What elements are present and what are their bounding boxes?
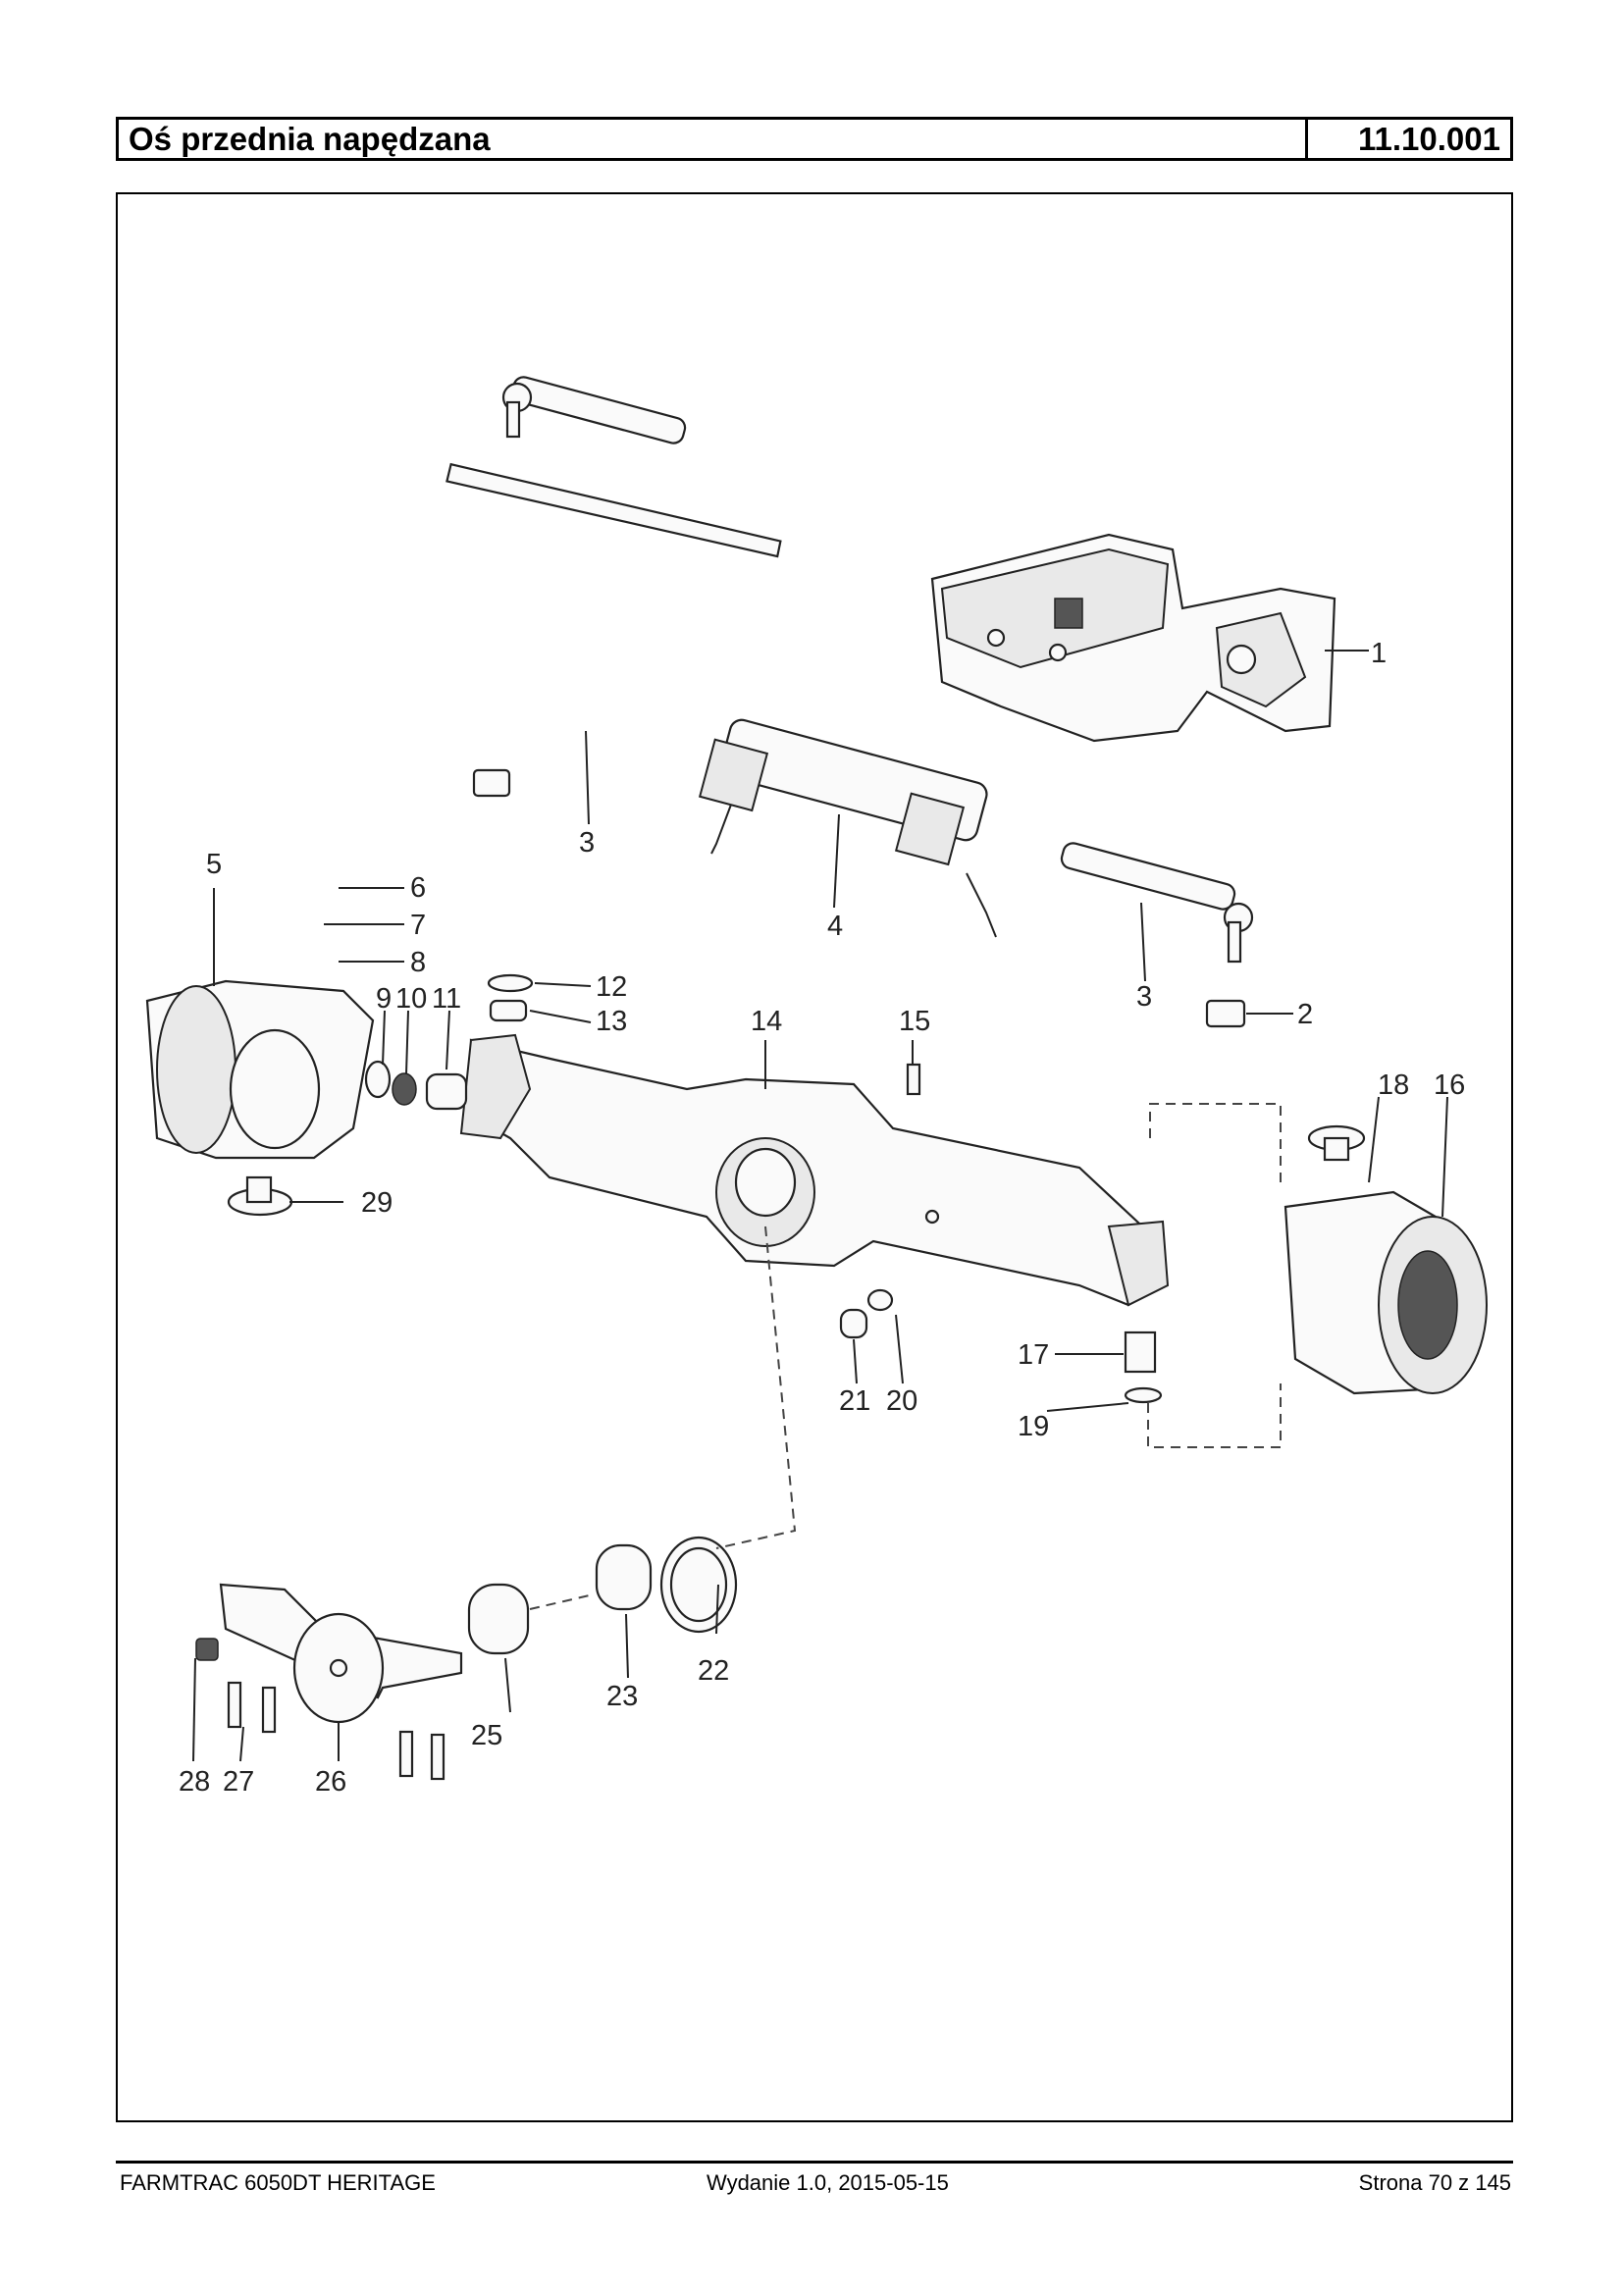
page-header: Oś przednia napędzana 11.10.001 xyxy=(116,117,1513,161)
part-29-kingpin-cap xyxy=(227,1175,293,1217)
part-4-steering-cylinder xyxy=(698,718,997,938)
part-19-washer xyxy=(1124,1386,1163,1404)
callout-6: 6 xyxy=(410,872,426,904)
callout-4: 4 xyxy=(827,911,843,942)
callout-29: 29 xyxy=(361,1187,393,1219)
part-18-kingpin-cap xyxy=(1307,1124,1366,1162)
callout-9: 9 xyxy=(376,983,392,1015)
callout-25: 25 xyxy=(471,1720,502,1751)
part-5-left-steering-knuckle xyxy=(145,979,375,1160)
part-10-bearing xyxy=(392,1072,417,1106)
part-13-spacer xyxy=(489,999,528,1022)
part-21-plug xyxy=(839,1308,868,1339)
callout-16: 16 xyxy=(1434,1069,1465,1101)
part-28-grease-nipple xyxy=(195,1638,219,1661)
part-14-axle-housing xyxy=(459,1033,1170,1307)
callout-15: 15 xyxy=(899,1006,930,1037)
callout-12: 12 xyxy=(596,971,627,1003)
part-23-bushing xyxy=(595,1543,653,1611)
footer-page-number: Strona 70 z 145 xyxy=(1358,2170,1511,2195)
callout-2: 2 xyxy=(1297,999,1313,1030)
callout-17: 17 xyxy=(1018,1339,1049,1371)
callout-28: 28 xyxy=(179,1766,210,1798)
callout-3-left: 3 xyxy=(579,827,595,859)
footer-divider xyxy=(116,2161,1513,2164)
part-3-tie-rod-right xyxy=(1060,842,1254,964)
part-3-tie-rod-left xyxy=(445,376,782,558)
part-26-front-support xyxy=(219,1583,463,1724)
diagram-frame xyxy=(116,192,1513,2122)
part-16-right-hub-reduction xyxy=(1283,1190,1488,1395)
callout-10: 10 xyxy=(395,983,427,1015)
part-2-nut-right xyxy=(1205,999,1246,1028)
callout-7: 7 xyxy=(410,910,426,941)
callout-5: 5 xyxy=(206,849,222,880)
callout-13: 13 xyxy=(596,1006,627,1037)
callout-27: 27 xyxy=(223,1766,254,1798)
assembly-line-lower xyxy=(529,1593,595,1610)
part-27-bolts xyxy=(227,1681,445,1781)
part-25-bushing xyxy=(467,1583,530,1655)
footer-model: FARMTRAC 6050DT HERITAGE xyxy=(120,2170,436,2195)
section-code: 11.10.001 xyxy=(1358,121,1500,157)
part-1-support-bracket xyxy=(930,533,1336,743)
assembly-line-cap-right xyxy=(1149,1103,1282,1187)
callout-19: 19 xyxy=(1018,1411,1049,1442)
callout-11: 11 xyxy=(432,983,461,1015)
callout-22: 22 xyxy=(698,1655,729,1687)
callout-18: 18 xyxy=(1378,1069,1409,1101)
part-12-washer xyxy=(487,973,534,993)
part-11-bushing xyxy=(425,1072,468,1111)
callout-20: 20 xyxy=(886,1385,917,1417)
callout-21: 21 xyxy=(839,1385,870,1417)
part-2-nut-left xyxy=(472,768,511,798)
callout-14: 14 xyxy=(751,1006,782,1037)
part-17-shim xyxy=(1124,1330,1157,1374)
callout-1: 1 xyxy=(1371,638,1387,669)
footer-edition: Wydanie 1.0, 2015-05-15 xyxy=(707,2170,949,2195)
callout-23: 23 xyxy=(606,1681,638,1712)
part-20-o-ring xyxy=(866,1288,894,1312)
assembly-line-center xyxy=(715,1226,797,1549)
page-title: Oś przednia napędzana xyxy=(119,120,1308,158)
callout-3-right: 3 xyxy=(1136,981,1152,1013)
assembly-line-bottom-right xyxy=(1147,1383,1282,1448)
part-15-grease-nipple xyxy=(906,1063,921,1096)
callout-26: 26 xyxy=(315,1766,346,1798)
callout-leaders xyxy=(192,650,1448,1762)
part-9-seal-ring xyxy=(364,1060,392,1099)
callout-8: 8 xyxy=(410,947,426,978)
